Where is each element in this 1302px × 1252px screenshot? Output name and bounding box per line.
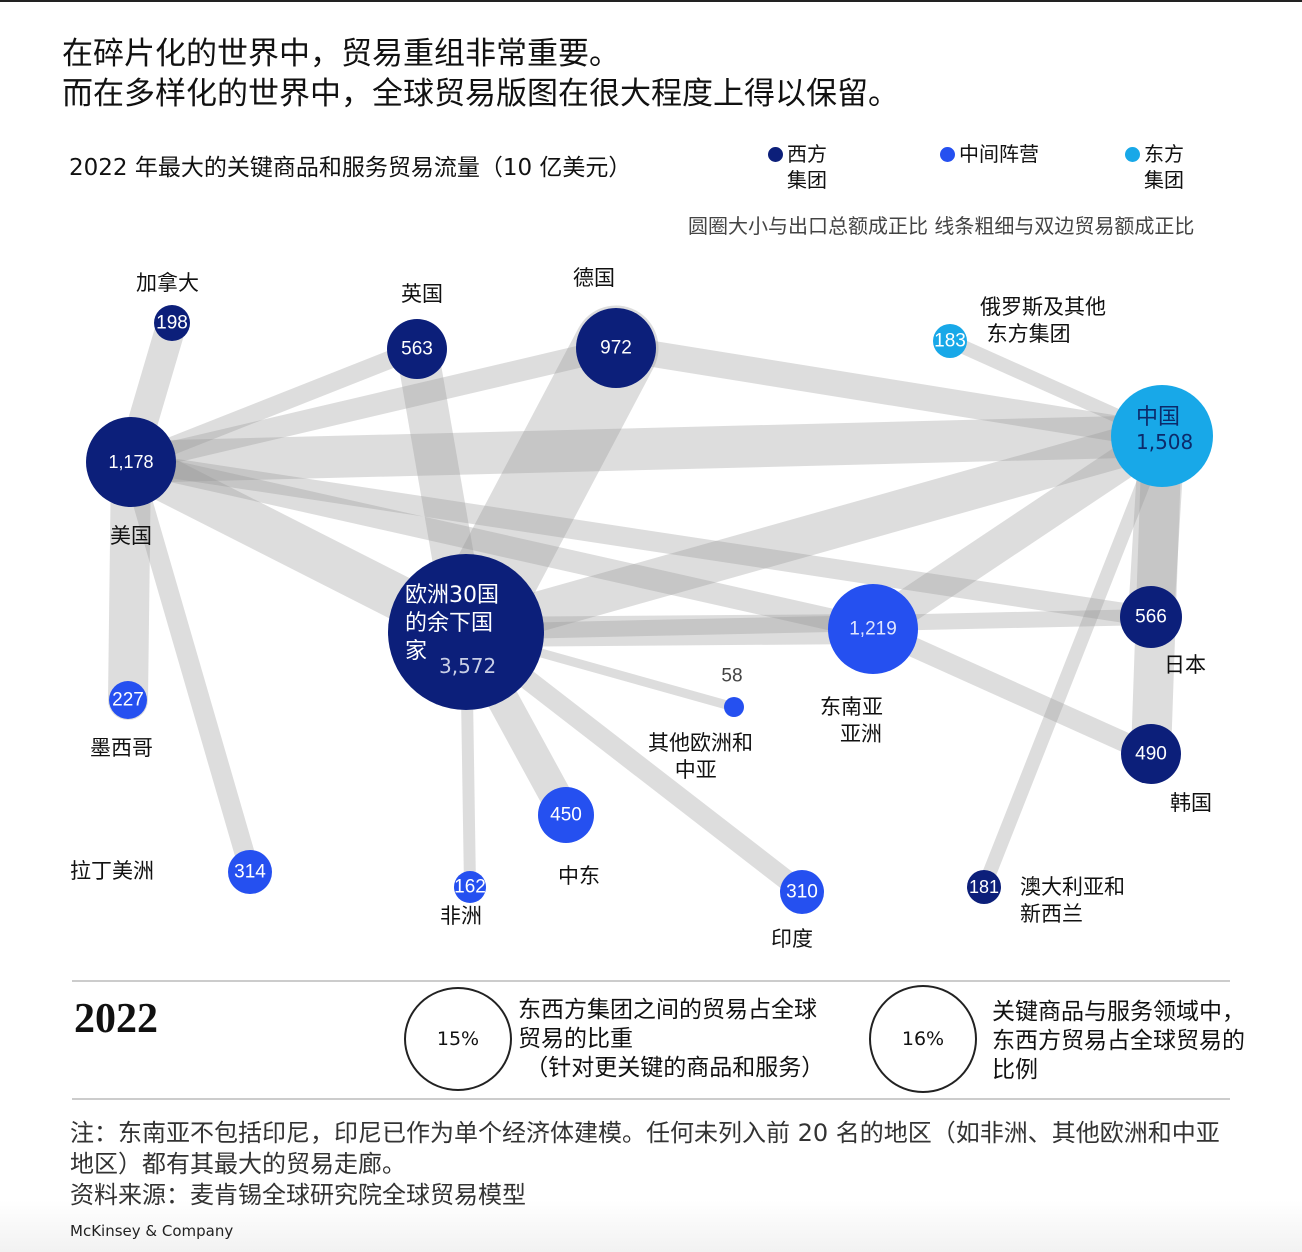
- legend-note: 圆圈大小与出口总额成正比 线条粗细与双边贸易额成正比: [688, 214, 1195, 238]
- node-value-mexico: 227: [112, 690, 144, 711]
- divider-top: [72, 980, 1230, 982]
- node-value-russia: 183: [934, 331, 966, 352]
- headline: 在碎片化的世界中，贸易重组非常重要。 而在多样化的世界中，全球贸易版图在很大程度…: [62, 34, 899, 114]
- node-label-russia: 俄罗斯及其他 东方集团: [980, 295, 1106, 346]
- node-label-latam: 拉丁美洲: [70, 859, 154, 883]
- node-latam: [228, 850, 272, 894]
- node-india: [780, 870, 824, 914]
- west-dot-icon: [768, 147, 783, 162]
- trade-link-seasia-korea: [863, 619, 1161, 764]
- node-name: 中国: [1136, 405, 1181, 430]
- trade-link-usa-china: [110, 415, 1183, 483]
- east-dot-icon: [1125, 147, 1140, 162]
- legend-east-label: 东方 集团: [1144, 142, 1184, 192]
- node-china: [1111, 385, 1213, 487]
- node-korea: [1121, 724, 1181, 784]
- stat-ring-1: 15%: [404, 987, 512, 1091]
- trade-link-usa-uk: [122, 340, 426, 471]
- footnote-source: 资料来源：麦肯锡全球研究院全球贸易模型: [70, 1181, 526, 1209]
- legend-east: 东方 集团: [1125, 141, 1184, 193]
- trade-link-usa-japan: [121, 452, 1161, 627]
- trade-link-germany-china: [603, 335, 1175, 449]
- node-value-germany: 972: [600, 338, 632, 359]
- legend-west: 西方 集团: [768, 141, 827, 193]
- node-name: 欧洲30国 的余下国 家: [405, 583, 499, 664]
- node-label-seasia: 东南亚 亚洲: [820, 695, 883, 746]
- node-label-othereurope: 其他欧洲和 中亚: [648, 731, 753, 782]
- node-value-uk: 563: [401, 339, 433, 360]
- node-value-korea: 490: [1135, 744, 1167, 765]
- stat-text-1: 东西方集团之间的贸易占全球 贸易的比重 （针对更关键的商品和服务）: [518, 997, 825, 1081]
- node-label-germany: 德国: [573, 266, 615, 290]
- node-othereurope: [724, 697, 744, 717]
- node-japan: [1120, 586, 1182, 648]
- node-anz: [967, 870, 1001, 904]
- trade-link-china-anz: [977, 429, 1169, 894]
- node-label-canada: 加拿大: [136, 271, 199, 295]
- node-value-africa: 162: [454, 877, 486, 898]
- trade-link-europe-japan: [458, 609, 1159, 640]
- node-russia: [933, 324, 967, 358]
- middle-dot-icon: [940, 147, 955, 162]
- node-uk: [387, 319, 447, 379]
- node-canada: [154, 305, 190, 341]
- node-value-mideast: 450: [550, 805, 582, 826]
- node-mideast: [538, 787, 594, 843]
- trade-link-usa-seasia: [120, 451, 884, 640]
- footnotes: 注：东南亚不包括印尼，印尼已作为单个经济体建模。任何未列入前 20 名的地区（如…: [70, 1118, 1240, 1211]
- node-germany: [576, 308, 656, 388]
- trade-link-china-seasia: [856, 419, 1179, 646]
- node-label-africa: 非洲: [440, 904, 482, 928]
- node-usa: [86, 417, 176, 507]
- node-label-mexico: 墨西哥: [90, 736, 153, 760]
- node-africa: [454, 871, 486, 903]
- stat-value-1: 15%: [436, 1028, 480, 1050]
- brand-logo: McKinsey & Company: [70, 1222, 234, 1240]
- stat-text-2: 关键商品与服务领域中， 东西方贸易占全球贸易的 比例: [992, 999, 1245, 1083]
- summary-year: 2022: [74, 996, 158, 1042]
- node-europe: [388, 554, 544, 710]
- headline-line-1: 在碎片化的世界中，贸易重组非常重要。: [62, 36, 620, 72]
- node-mexico: [109, 681, 147, 719]
- node-value-canada: 198: [156, 313, 188, 334]
- trade-link-europe-china: [446, 416, 1182, 652]
- divider-bottom: [72, 1098, 1230, 1100]
- stat-ring-2: 16%: [869, 985, 977, 1093]
- stat-value-2: 16%: [901, 1028, 945, 1050]
- node-value-othereurope: 58: [721, 666, 742, 687]
- top-rule: [0, 0, 1302, 2]
- footnote-note: 注：东南亚不包括印尼，印尼已作为单个经济体建模。任何未列入前 20 名的地区（如…: [70, 1119, 1220, 1178]
- node-value-japan: 566: [1135, 607, 1167, 628]
- node-label-japan: 日本: [1164, 653, 1206, 677]
- bottom-fade: [0, 1200, 1302, 1252]
- node-value-seasia: 1,219: [849, 619, 897, 640]
- node-label-anz: 澳大利亚和 新西兰: [1020, 875, 1125, 926]
- legend-middle: 中间阵营: [940, 141, 1039, 167]
- trade-link-usa-germany: [120, 337, 627, 473]
- node-label-korea: 韩国: [1170, 791, 1212, 815]
- node-value-india: 310: [786, 882, 818, 903]
- node-label-usa: 美国: [110, 524, 152, 548]
- legend-middle-label: 中间阵营: [959, 142, 1039, 166]
- node-label-india: 印度: [771, 927, 813, 951]
- node-value: 3,572: [439, 654, 497, 678]
- node-label-uk: 英国: [401, 282, 443, 306]
- node-value: 1,508: [1136, 430, 1194, 454]
- node-value-anz: 181: [969, 877, 999, 897]
- trade-network: 198 563 972 183 1,178 1,219 566 490 227 58 450 314 1…: [86, 305, 1213, 914]
- node-value-usa: 1,178: [108, 452, 153, 472]
- node-value-latam: 314: [234, 862, 266, 883]
- node-label-mideast: 中东: [558, 864, 600, 888]
- trade-link-usa-latam: [121, 452, 260, 882]
- headline-line-2: 而在多样化的世界中，全球贸易版图在很大程度上得以保留。: [62, 76, 899, 112]
- node-seasia: [828, 584, 918, 674]
- legend-west-label: 西方 集团: [787, 142, 827, 192]
- chart-subtitle: 2022 年最大的关键商品和服务贸易流量（10 亿美元）: [69, 155, 632, 181]
